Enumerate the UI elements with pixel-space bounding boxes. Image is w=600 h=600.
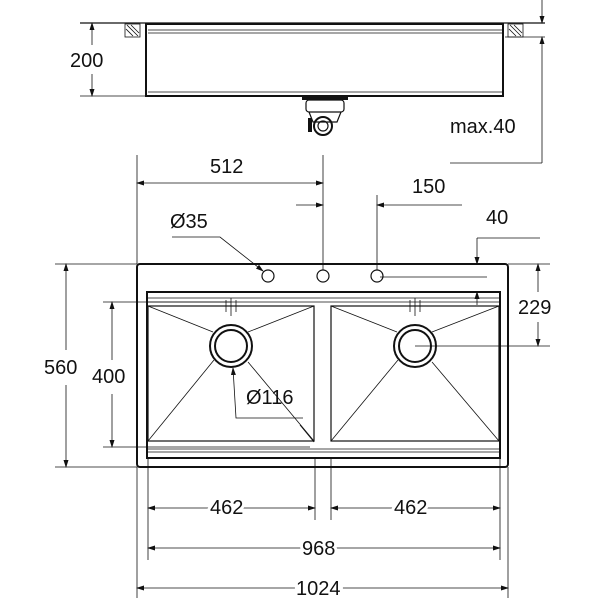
rim-offset-label: 40 [486, 207, 508, 229]
bowl-width-right-label: 462 [394, 497, 427, 519]
tap-hole-spacing-label: 150 [412, 176, 445, 198]
tap-hole-left [261, 269, 275, 283]
depth-label: 200 [70, 50, 103, 72]
top-view: 512 150 Ø35 40 229 560 400 [44, 155, 551, 600]
side-view: 200 max.40 [70, 0, 545, 164]
hole-diameter-label: Ø35 [170, 211, 208, 233]
overall-width-label: 1024 [296, 578, 341, 600]
drain-trap-icon [302, 96, 348, 136]
bowl-depth-label: 400 [92, 366, 125, 388]
tap-hole-offset-label: 512 [210, 156, 243, 178]
tap-hole-center [316, 269, 330, 283]
tap-hole-right [370, 269, 384, 283]
overall-depth-label: 560 [44, 357, 77, 379]
bowl-width-left-label: 462 [210, 497, 243, 519]
counter-thickness-label: max.40 [450, 116, 516, 138]
left-bowl [147, 298, 315, 442]
counter-hatch-right-icon [507, 23, 524, 38]
drain-offset-label: 229 [518, 297, 551, 319]
right-bowl [330, 298, 500, 442]
counter-hatch-left-icon [124, 23, 141, 38]
inner-width-label: 968 [302, 538, 335, 560]
drain-diameter-label: Ø116 [246, 387, 293, 409]
